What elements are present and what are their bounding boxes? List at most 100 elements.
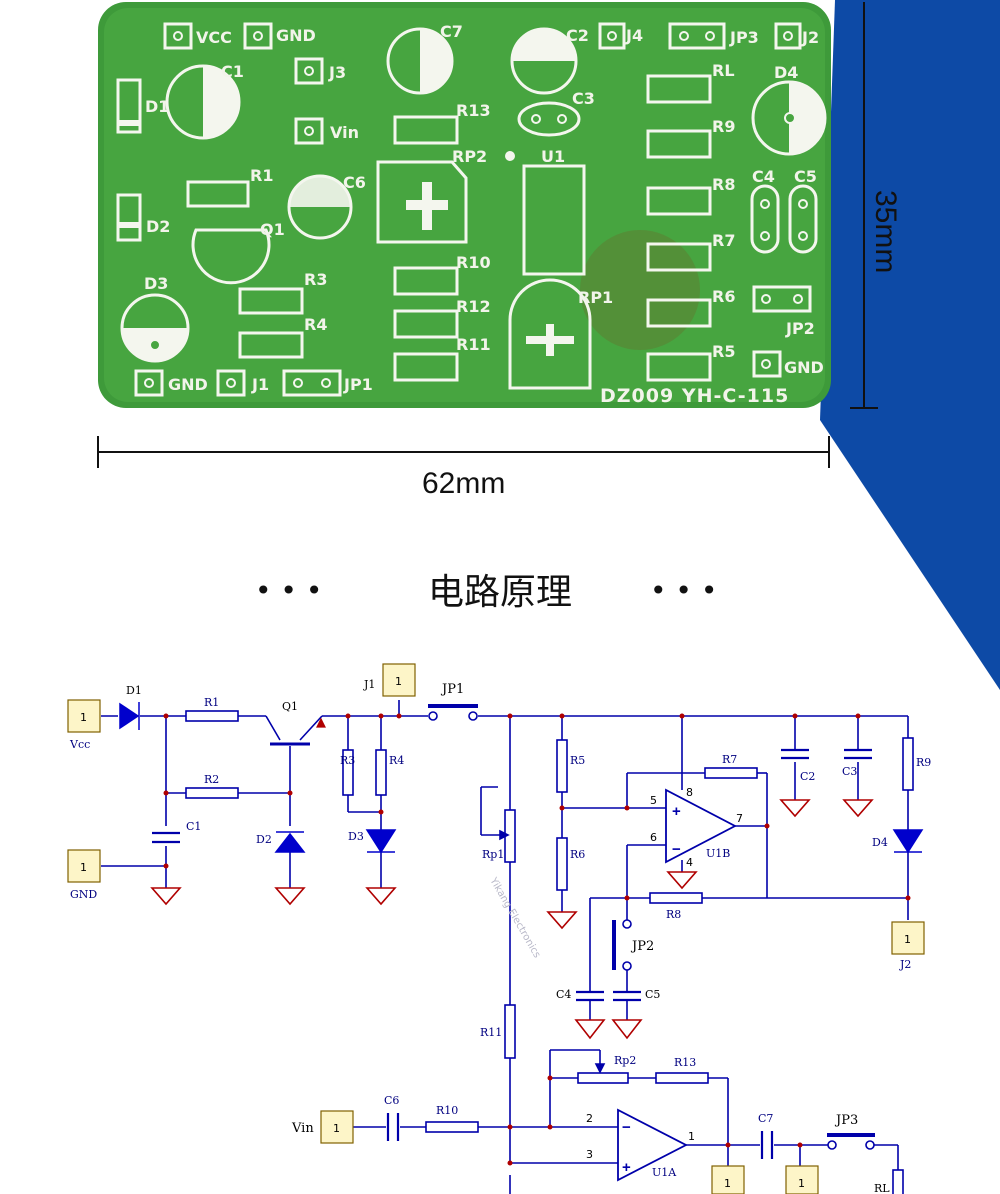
sch-label-r10: R10	[436, 1104, 458, 1117]
sch-label-r4: R4	[389, 754, 404, 767]
pcb-label-c3: C3	[572, 89, 595, 108]
pcb-label-c2: C2	[566, 26, 589, 45]
pcb-label-r7: R7	[712, 231, 735, 250]
pcb-label-vcc: VCC	[196, 28, 232, 47]
schematic-grounds	[150, 799, 874, 1040]
pcb-label-rl: RL	[712, 61, 735, 80]
sch-label-c2: C2	[800, 770, 815, 783]
sch-label-d2: D2	[256, 833, 272, 846]
pcb-label-r6: R6	[712, 287, 735, 306]
schematic-pot-wipers	[481, 829, 606, 1074]
pcb-label-gnd-top: GND	[276, 26, 316, 45]
sch-label-r13: R13	[674, 1056, 696, 1069]
pin-6: 6	[650, 831, 657, 844]
dots-right: • • •	[650, 574, 717, 607]
sch-label-c1: C1	[186, 820, 201, 833]
opamp-b-minus: −	[672, 841, 681, 858]
pcb-label-gnd-right: GND	[784, 358, 824, 377]
sch-label-rp2: Rp2	[614, 1054, 636, 1067]
sch-label-j2: J2	[899, 958, 911, 971]
opamp-a-minus: −	[622, 1119, 631, 1136]
pcb-label-c4: C4	[752, 167, 775, 186]
vcc-connector-pin: 1	[80, 711, 87, 724]
sch-label-c3: C3	[842, 765, 857, 778]
sch-label-r6: R6	[570, 848, 585, 861]
sch-label-vin: Vin	[291, 1121, 314, 1136]
svg-text:▲: ▲	[316, 715, 326, 730]
pcb-label-r8: R8	[712, 175, 735, 194]
j2-connector-pin: 1	[904, 933, 911, 946]
pcb-label-c1: C1	[221, 62, 244, 81]
j4-connector-pin: 1	[724, 1177, 731, 1190]
pcb-label-jp3: JP3	[729, 28, 759, 47]
sch-label-r9: R9	[916, 756, 931, 769]
pcb-label-j3: J3	[328, 63, 346, 82]
j3-connector-pin: 1	[798, 1177, 805, 1190]
sch-label-c5: C5	[645, 988, 660, 1001]
pin-1: 1	[688, 1130, 695, 1143]
pcb-board-text: DZ009 YH-C-115	[600, 385, 789, 407]
opamp-b-plus: +	[672, 803, 681, 820]
pin-2: 2	[586, 1112, 593, 1125]
pcb-label-r4: R4	[304, 315, 327, 334]
section-title: 电路原理	[428, 572, 572, 613]
pcb-label-c6: C6	[343, 173, 366, 192]
pcb-label-r5: R5	[712, 342, 735, 361]
pcb-label-r1: R1	[250, 166, 273, 185]
pcb-label-r10: R10	[456, 253, 491, 272]
pcb-label-u1: U1	[541, 147, 565, 166]
pcb-label-r9: R9	[712, 117, 735, 136]
sch-label-d3: D3	[348, 830, 364, 843]
pcb-label-r11: R11	[456, 335, 491, 354]
pcb-label-c7: C7	[440, 22, 463, 41]
sch-label-r11: R11	[480, 1026, 502, 1039]
pcb-label-j4: J4	[625, 26, 643, 45]
pcb-label-r12: R12	[456, 297, 491, 316]
sch-label-u1b: U1B	[706, 847, 730, 860]
sch-label-r3: R3	[340, 754, 355, 767]
pcb-label-vin: Vin	[330, 123, 359, 142]
opamp-a-plus: +	[622, 1159, 631, 1176]
sch-label-jp2: JP2	[630, 939, 654, 954]
pcb-board: VCC GND C7 C2 J4 JP3 J2 C1 J3 C3 RL D4 D…	[98, 2, 831, 408]
pcb-label-rp2: RP2	[452, 147, 487, 166]
pcb-label-rp1: RP1	[578, 288, 613, 307]
sch-label-u1a: U1A	[652, 1166, 677, 1179]
schematic-capacitors	[152, 748, 872, 1159]
pcb-label-j2: J2	[801, 28, 819, 47]
sch-label-d1: D1	[126, 684, 142, 697]
schematic-connectors	[67, 663, 925, 1194]
sch-label-vcc: Vcc	[69, 738, 90, 751]
width-dimension-label: 62mm	[422, 467, 505, 500]
gnd-connector-pin: 1	[80, 861, 87, 874]
dots-left: • • •	[255, 574, 322, 607]
schematic-resistors	[185, 710, 914, 1194]
schematic-junctions	[163, 713, 911, 1166]
sch-label-r1: R1	[204, 696, 219, 709]
sch-label-q1: Q1	[282, 700, 298, 713]
sch-label-j1: J1	[363, 678, 375, 691]
sch-label-d4: D4	[872, 836, 888, 849]
sch-label-c4: C4	[556, 988, 571, 1001]
pcb-label-r13: R13	[456, 101, 491, 120]
dimension-annotations: 62mm 35mm	[97, 2, 902, 500]
pcb-label-j1: J1	[251, 375, 269, 394]
pin-8: 8	[686, 786, 693, 799]
watermark: Yikang Electronics	[487, 875, 542, 960]
pcb-label-gnd-left: GND	[168, 375, 208, 394]
schematic-wires	[101, 700, 909, 1194]
sch-label-r5: R5	[570, 754, 585, 767]
sch-label-jp1: JP1	[440, 682, 464, 697]
sch-label-c6: C6	[384, 1094, 399, 1107]
height-dimension-label: 35mm	[869, 190, 902, 273]
pcb-label-c5: C5	[794, 167, 817, 186]
sch-label-r7: R7	[722, 753, 737, 766]
vin-connector-pin: 1	[333, 1122, 340, 1135]
schematic-diodes	[119, 702, 924, 854]
pin-4: 4	[686, 856, 693, 869]
pin-5: 5	[650, 794, 657, 807]
pcb-label-q1: Q1	[260, 220, 285, 239]
pcb-label-d1: D1	[145, 97, 169, 116]
pcb-label-d3: D3	[144, 274, 168, 293]
